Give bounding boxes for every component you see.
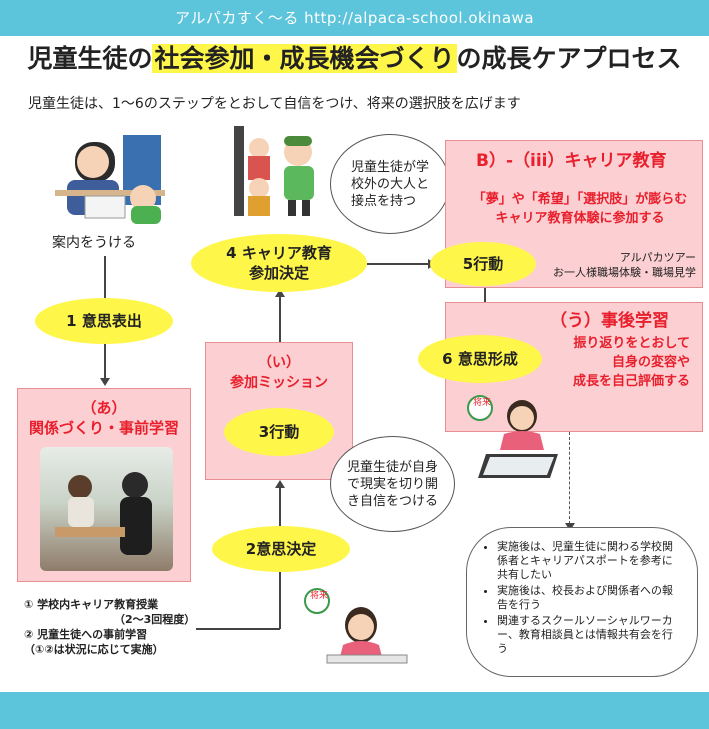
step-6-label: 6 意思形成 [442, 350, 518, 368]
arrow-up-icon [275, 480, 285, 488]
title-highlight: 社会参加・成長機会づくり [152, 44, 457, 73]
step-2-label: 2意思決定 [245, 540, 317, 558]
field-trip-kids-icon [234, 126, 314, 216]
box-a-label2: 関係づくり・事前学習 [28, 419, 179, 437]
arrow-down-icon [100, 378, 110, 386]
box-u-line2: 自身の変容や [611, 355, 690, 370]
step-1-oval: 1 意思表出 [35, 298, 173, 344]
step-5-label: 5行動 [462, 255, 504, 273]
box-a-label: （あ） 関係づくり・事前学習 [17, 398, 191, 438]
bubble2-line1: 児童生徒が自身 [346, 459, 438, 475]
box-i-label2: 参加ミッション [230, 375, 328, 391]
connector-a-i [196, 628, 280, 630]
step-4-label1: 4 キャリア教育 [226, 244, 332, 262]
cloud-note-3: 関連するスクールソーシャルワーカー、教育相談員とは情報共有会を行う [497, 614, 683, 656]
page-title: 児童生徒の社会参加・成長機会づくりの成長ケアプロセス [0, 42, 709, 76]
note-1b: （2〜3回程度） [114, 613, 196, 626]
notes-cloud: 実施後は、児童生徒に関わる学校関係者とキャリアパスポートを参考に共有したい 実施… [466, 527, 698, 677]
note-3: （①②は状況に応じて実施） [24, 643, 164, 656]
box-b-small2: お一人様職場体験・職場見学 [553, 266, 696, 279]
header-bar: アルパカすく〜る http://alpaca-school.okinawa [0, 0, 709, 36]
box-b-line1: 「夢」や「希望」「選択肢」が膨らむ [472, 192, 688, 207]
step-4-label2: 参加決定 [248, 264, 309, 282]
dashed-connector [569, 432, 570, 524]
future-badge-text: 将来 [310, 590, 328, 601]
bubble2-line2: で現実を切り開 [346, 476, 438, 492]
box-u-label: （う）事後学習 [550, 311, 669, 331]
connector-i-4 [279, 296, 281, 342]
classroom-photo [40, 447, 173, 571]
cloud-note-2: 実施後は、校長および関係者への報告を行う [497, 584, 683, 612]
box-b-small: アルパカツアー お一人様職場体験・職場見学 [520, 250, 696, 280]
note-1: ① 学校内キャリア教育授業 [24, 598, 159, 611]
footer-bar [0, 692, 709, 729]
bubble2-line3: き自信をつける [346, 493, 438, 509]
step-3-oval: 3行動 [224, 408, 334, 456]
bubble1-line1: 児童生徒が学 [350, 159, 429, 175]
connector-4-5 [367, 263, 429, 265]
box-i-label: （い） 参加ミッション [205, 353, 353, 393]
people-photo-icon [55, 472, 152, 555]
thinking-student-icon: 将来 [304, 588, 408, 664]
student-tablet-icon: 将来 [467, 395, 558, 478]
box-i-label1: （い） [258, 355, 300, 371]
box-b-desc: 「夢」や「希望」「選択肢」が膨らむ キャリア教育体験に参加する [460, 190, 700, 228]
step-1-label: 1 意思表出 [66, 312, 142, 330]
speech-bubble-2: 児童生徒が自身 で現実を切り開 き自信をつける [330, 436, 455, 532]
future-badge-text-2: 将来 [473, 397, 491, 408]
step-5-oval: 5行動 [430, 242, 536, 286]
box-b-line2: キャリア教育体験に参加する [495, 211, 665, 226]
note-2: ② 児童生徒への事前学習 [24, 628, 148, 641]
bubble1-line3: 接点を持つ [350, 193, 416, 209]
box-b-label: B）-（iii）キャリア教育 [476, 151, 667, 171]
cloud-note-1: 実施後は、児童生徒に関わる学校関係者とキャリアパスポートを参考に共有したい [497, 540, 683, 582]
box-u-desc: 振り返りをとおして 自身の変容や 成長を自己評価する [520, 334, 690, 391]
page-subtitle: 児童生徒は、1〜6のステップをとおして自信をつけ、将来の選択肢を広げます [28, 96, 521, 112]
box-a-label1: （あ） [81, 399, 127, 417]
step-2-oval: 2意思決定 [212, 526, 350, 572]
speech-bubble-1: 児童生徒が学 校外の大人と 接点を持つ [330, 134, 450, 234]
arrow-up-icon-2 [275, 289, 285, 297]
title-pre: 児童生徒の [27, 44, 153, 73]
box-a-notes: ① 学校内キャリア教育授業 （2〜3回程度） ② 児童生徒への事前学習 （①②は… [24, 597, 195, 657]
step-6-oval: 6 意思形成 [418, 335, 542, 383]
step-4-oval: 4 キャリア教育 参加決定 [191, 234, 367, 292]
box-u-line3: 成長を自己評価する [572, 374, 690, 389]
consultation-illustration-icon [55, 135, 165, 224]
notes-list: 実施後は、児童生徒に関わる学校関係者とキャリアパスポートを参考に共有したい 実施… [481, 540, 683, 656]
connector-b-u [484, 288, 486, 302]
title-post: の成長ケアプロセス [456, 44, 682, 73]
bubble1-line2: 校外の大人と [350, 176, 429, 192]
start-label: 案内をうける [52, 235, 136, 251]
step-3-label: 3行動 [258, 423, 300, 441]
box-b-small1: アルパカツアー [619, 251, 696, 264]
box-u-line1: 振り返りをとおして [573, 336, 690, 351]
site-url[interactable]: アルパカすく〜る http://alpaca-school.okinawa [174, 9, 535, 27]
